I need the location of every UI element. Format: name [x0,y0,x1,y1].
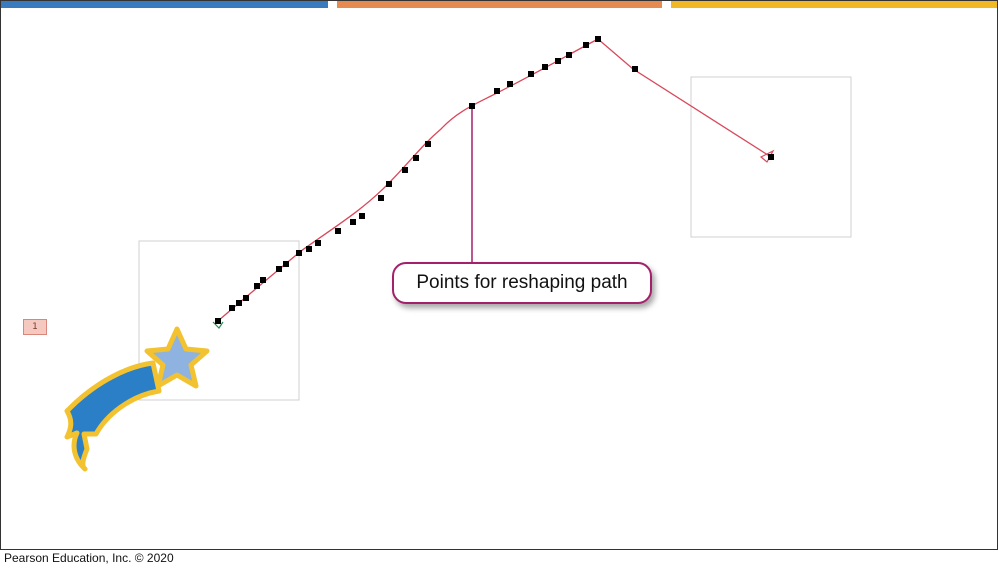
callout-label: Points for reshaping path [416,272,628,293]
edit-point-handle[interactable] [306,246,312,252]
edit-point-handle[interactable] [402,167,408,173]
edit-point-handle[interactable] [494,88,500,94]
edit-point-handle[interactable] [359,213,365,219]
edit-point-handle[interactable] [632,66,638,72]
header-bar-blue [1,1,328,8]
edit-point-handle[interactable] [583,42,589,48]
edit-point-handle[interactable] [542,64,548,70]
edit-point-handle[interactable] [507,81,513,87]
edit-point-handle[interactable] [283,261,289,267]
edit-point-handle[interactable] [425,141,431,147]
edit-point-handle[interactable] [296,250,302,256]
edit-point-handle[interactable] [469,103,475,109]
edit-point-handle[interactable] [229,305,235,311]
animation-order-tag[interactable]: 1 [23,319,47,335]
edit-point-handle[interactable] [595,36,601,42]
edit-point-handle[interactable] [555,58,561,64]
copyright-footer: Pearson Education, Inc. © 2020 [4,551,174,565]
edit-point-handle[interactable] [386,181,392,187]
edit-point-handle[interactable] [768,154,774,160]
motion-path-layer [64,36,852,472]
edit-point-handle[interactable] [350,219,356,225]
edit-point-handle[interactable] [260,277,266,283]
star-tail [64,360,162,472]
star-shape [144,326,210,389]
edit-point-handle[interactable] [276,266,282,272]
edit-point-handle[interactable] [413,155,419,161]
edit-point-handle[interactable] [243,295,249,301]
edit-point-handle[interactable] [335,228,341,234]
edit-point-handle[interactable] [315,240,321,246]
callout-box: Points for reshaping path [392,262,652,304]
header-bar-orange [337,1,662,8]
edit-point-handle[interactable] [566,52,572,58]
start-position-frame [138,240,300,401]
edit-point-handle[interactable] [254,283,260,289]
edit-point-handle[interactable] [528,71,534,77]
edit-point-handle[interactable] [378,195,384,201]
end-position-frame[interactable] [690,76,852,238]
reshape-points[interactable] [215,36,774,324]
shooting-star-icon[interactable] [64,326,210,472]
edit-point-handle[interactable] [236,300,242,306]
header-bar-yellow [671,1,997,8]
edit-point-handle[interactable] [215,318,221,324]
slide-canvas[interactable]: 1 Points for reshaping path [0,0,998,550]
